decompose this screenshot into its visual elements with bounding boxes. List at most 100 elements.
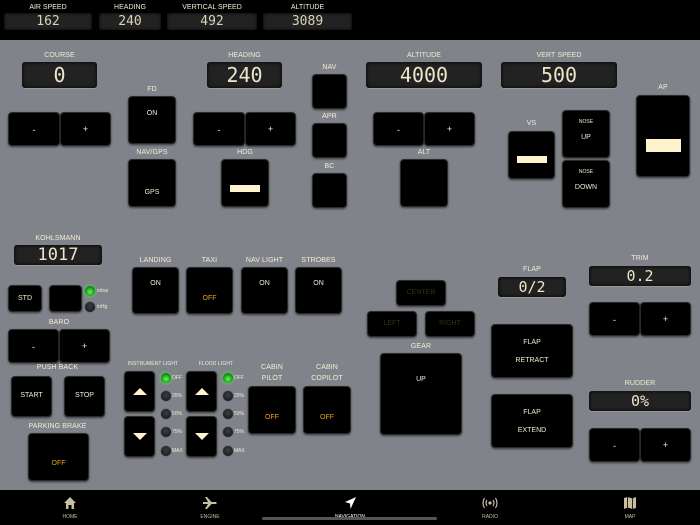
flood-light-down-button[interactable] xyxy=(186,416,217,457)
inhg-label: inHg xyxy=(97,304,108,310)
strobes-label: STROBES xyxy=(301,257,336,264)
taxi-light-button[interactable]: OFF xyxy=(186,267,233,314)
baro-decrease-button[interactable]: - xyxy=(8,329,59,363)
flood-light-50-label: 50% xyxy=(234,411,245,417)
vert-speed-display: 500 xyxy=(501,62,617,88)
tab-engine[interactable]: ENGINE xyxy=(170,490,250,525)
std-button[interactable]: STD xyxy=(8,285,42,312)
push-back-start-button[interactable]: START xyxy=(11,376,52,417)
cabin-pilot-label-1: CABIN xyxy=(261,364,283,371)
trim-decrease-button[interactable]: - xyxy=(589,302,640,336)
vertical-speed-label: VERTICAL SPEED xyxy=(182,4,242,11)
instrument-light-up-button[interactable] xyxy=(124,371,155,412)
altitude-set-display: 4000 xyxy=(366,62,482,88)
push-back-label: PUSH BACK xyxy=(36,364,79,371)
instrument-light-off-led xyxy=(161,373,171,383)
nav-light-button[interactable]: ON xyxy=(241,267,288,314)
heading-decrease-button[interactable]: - xyxy=(193,112,245,146)
cabin-copilot-button[interactable]: OFF xyxy=(303,386,351,434)
landing-light-label: LANDING xyxy=(139,257,172,264)
altitude-label: ALTITUDE xyxy=(290,4,325,11)
altitude-readout: 3089 xyxy=(263,13,352,30)
flood-light-25-label: 25% xyxy=(234,393,245,399)
vs-button[interactable] xyxy=(508,131,555,179)
trim-increase-button[interactable]: + xyxy=(640,302,691,336)
instrument-light-max-label: MAX xyxy=(172,448,183,454)
nav-gps-button[interactable]: GPS xyxy=(128,159,176,207)
gear-left-indicator: LEFT xyxy=(367,311,417,337)
ap-active-indicator xyxy=(646,139,681,152)
nav-gps-label: NAV/GPS xyxy=(136,149,168,156)
landing-light-button[interactable]: ON xyxy=(132,267,179,314)
tab-map[interactable]: MAP xyxy=(590,490,670,525)
rudder-display: 0% xyxy=(589,391,691,411)
tab-radio[interactable]: RADIO xyxy=(450,490,530,525)
baro-increase-button[interactable]: + xyxy=(59,329,110,363)
instrument-light-max-led xyxy=(161,446,171,456)
home-indicator[interactable] xyxy=(262,517,437,520)
nav-button[interactable] xyxy=(312,74,347,109)
bc-label: BC xyxy=(324,163,335,170)
gear-label: GEAR xyxy=(410,343,432,350)
apr-label: APR xyxy=(322,113,337,120)
heading-label: HEADING xyxy=(114,4,146,11)
heading-increase-button[interactable]: + xyxy=(245,112,296,146)
radio-waves-icon xyxy=(450,496,530,512)
tab-home[interactable]: HOME xyxy=(30,490,110,525)
navigation-arrow-icon xyxy=(310,496,390,512)
flood-light-label: FLOOD LIGHT xyxy=(198,361,234,367)
parking-brake-button[interactable]: OFF xyxy=(28,433,89,481)
instrument-light-down-button[interactable] xyxy=(124,416,155,457)
arrow-down-icon xyxy=(195,433,209,440)
flood-light-max-led xyxy=(223,446,233,456)
flood-light-75-led xyxy=(223,427,233,437)
heading-set-label: HEADING xyxy=(228,52,261,59)
strobes-button[interactable]: ON xyxy=(295,267,342,314)
gear-right-indicator: RIGHT xyxy=(425,311,475,337)
cabin-copilot-label-2: COPILOT xyxy=(311,375,343,382)
arrow-up-icon xyxy=(133,388,147,395)
ap-button[interactable] xyxy=(636,95,690,177)
altitude-set-label: ALTITUDE xyxy=(406,52,442,59)
heading-readout: 240 xyxy=(99,13,161,30)
altitude-decrease-button[interactable]: - xyxy=(373,112,424,146)
fd-label: FD xyxy=(147,86,157,93)
nav-light-label: NAV LIGHT xyxy=(245,257,284,264)
push-back-stop-button[interactable]: STOP xyxy=(64,376,105,417)
flood-light-up-button[interactable] xyxy=(186,371,217,412)
mbar-label: mbar xyxy=(97,288,109,294)
bc-button[interactable] xyxy=(312,173,347,208)
vert-speed-label: VERT SPEED xyxy=(536,52,582,59)
arrow-up-icon xyxy=(195,388,209,395)
flap-display: 0/2 xyxy=(498,277,566,297)
course-display: 0 xyxy=(22,62,97,88)
cabin-pilot-button[interactable]: OFF xyxy=(248,386,296,434)
flood-light-75-label: 75% xyxy=(234,429,245,435)
instrument-light-75-label: 75% xyxy=(172,429,183,435)
hdg-button[interactable] xyxy=(221,159,269,207)
course-increase-button[interactable]: + xyxy=(60,112,111,146)
altitude-increase-button[interactable]: + xyxy=(424,112,475,146)
top-readout-bar: AIR SPEED 162 HEADING 240 VERTICAL SPEED… xyxy=(0,0,700,40)
rudder-decrease-button[interactable]: - xyxy=(589,428,640,462)
kohlsmann-display: 1017 xyxy=(14,245,102,265)
course-decrease-button[interactable]: - xyxy=(8,112,60,146)
arrow-down-icon xyxy=(133,433,147,440)
trim-label: TRIM xyxy=(631,255,649,262)
instrument-light-label: INSTRUMENT LIGHT xyxy=(127,361,179,367)
alt-button[interactable] xyxy=(400,159,448,207)
gear-lever-button[interactable]: UP xyxy=(380,353,462,435)
fd-button[interactable]: ON xyxy=(128,96,176,144)
flood-light-off-led xyxy=(223,373,233,383)
baro-label: BARO xyxy=(48,319,70,326)
apr-button[interactable] xyxy=(312,123,347,158)
vs-label: VS xyxy=(526,120,537,127)
flood-light-max-label: MAX xyxy=(234,448,245,454)
home-icon xyxy=(30,496,110,512)
rudder-increase-button[interactable]: + xyxy=(640,428,691,462)
baro-unit-toggle-button[interactable] xyxy=(49,285,82,312)
